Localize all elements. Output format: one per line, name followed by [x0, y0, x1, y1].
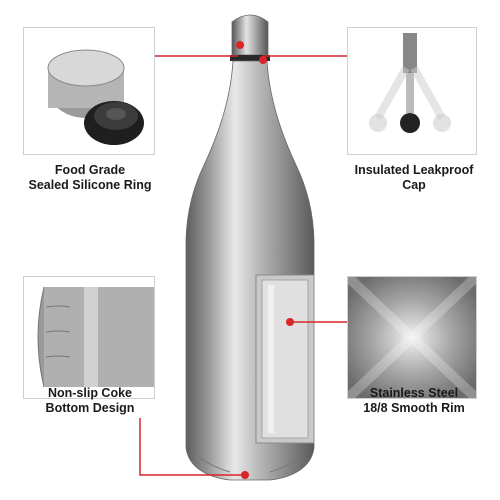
cap-with-ring-image: [47, 49, 144, 145]
leakproof-cap-panel: [347, 27, 477, 155]
cap-motion-image: [369, 33, 451, 133]
smooth-rim-panel: [347, 276, 477, 399]
rim-leader-dot: [286, 318, 294, 326]
bottom-leader-dot: [241, 471, 249, 479]
leakproof-cap-caption: Insulated Leakproof Cap: [354, 163, 474, 192]
ring-leader-dot: [236, 41, 244, 49]
silicone-ring-panel: [23, 27, 155, 155]
coke-bottom-caption: Non-slip Coke Bottom Design: [45, 386, 135, 415]
cap-leader-dot: [259, 56, 267, 64]
coke-bottom-panel: [23, 276, 155, 399]
bottom-leader-line: [139, 418, 245, 476]
smooth-rim-caption: Stainless Steel 18/8 Smooth Rim: [363, 386, 465, 415]
silicone-ring-caption: Food Grade Sealed Silicone Ring: [28, 163, 152, 192]
bottle-bottom-image: [37, 286, 154, 388]
brushed-steel-image: [348, 277, 476, 398]
